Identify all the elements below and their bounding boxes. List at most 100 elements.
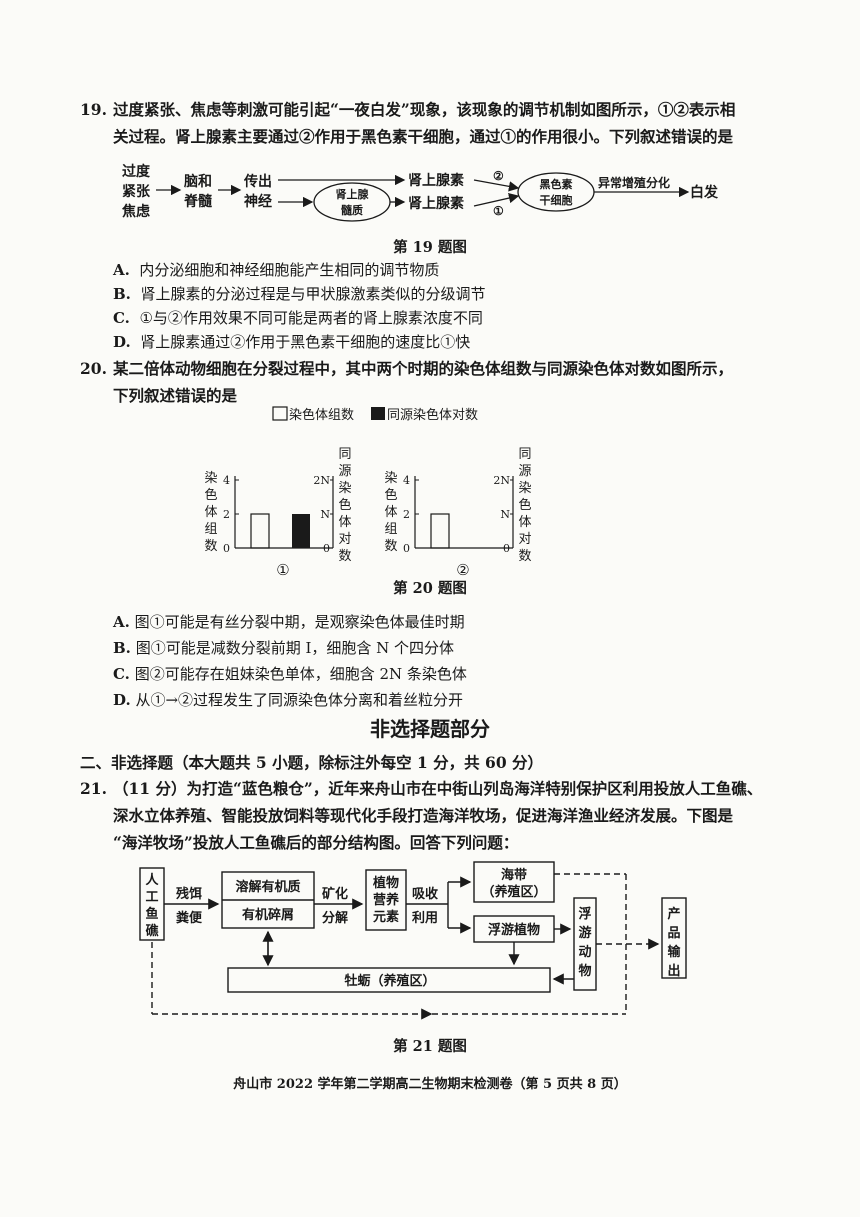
q19-option-d: D. 肾上腺素通过②作用于黑色素干细胞的速度比①快: [113, 333, 471, 351]
organic-label-2: 有机碎屑: [242, 907, 294, 923]
zoo-label-4: 物: [578, 963, 591, 979]
q19-efferent-2: 神经: [244, 193, 272, 210]
nutrients-label-3: 元素: [373, 909, 399, 925]
output-label-3: 输: [667, 944, 681, 960]
oyster-box: [227, 967, 551, 993]
q20-right-axis-char: 色: [518, 497, 531, 513]
q20-left-tick: 2: [223, 508, 230, 521]
reef-label-2: 工: [145, 890, 158, 905]
q19-stem-line2: 关过程。肾上腺素主要通过②作用于黑色素干细胞，通过①的作用很小。下列叙述错误的是: [113, 127, 734, 146]
q20-left-axis-char: 色: [204, 487, 217, 503]
q19-medulla-1: 肾上腺: [336, 187, 370, 201]
q20-left-tick: 4: [223, 474, 230, 487]
q19-hormone-bottom: 肾上腺素: [408, 195, 464, 212]
q19-option-b: B. 肾上腺素的分泌过程是与甲状腺激素类似的分级调节: [113, 285, 486, 303]
q20-left-axis-char: 体: [204, 505, 217, 520]
q21-line1: （11 分）为打造“蓝色粮仓”，近年来舟山市在中街山列岛海洋特别保护区利用投放人…: [113, 779, 763, 798]
q20-left-axis-char: 数: [204, 539, 217, 554]
q21-number: 21.: [80, 779, 107, 798]
output-label-1: 产: [667, 906, 680, 922]
q19-option-a: A. 内分泌细胞和神经细胞能产生相同的调节物质: [113, 261, 440, 279]
q20-right-axis-char: 数: [518, 549, 531, 564]
q20-left-axis-char: 组: [384, 522, 397, 537]
q20-bar-chromosome-sets: [250, 513, 270, 549]
q20-stem-line1: 某二倍体动物细胞在分裂过程中，其中两个时期的染色体组数与同源染色体对数如图所示，: [113, 359, 734, 378]
q20-left-axis-char: 染: [384, 471, 397, 486]
q19-abnormal: 异常增殖分化: [598, 175, 670, 190]
q19-number: 19.: [80, 100, 107, 119]
q20-panel-label: ①: [276, 561, 289, 579]
q20-right-axis-char: 对: [518, 532, 531, 547]
mineral-label-2: 分解: [322, 910, 348, 926]
oyster-label: 牡蛎（养殖区）: [344, 973, 435, 989]
q19-brain-2: 脊髓: [183, 193, 213, 210]
q19-options: A. 内分泌细胞和神经细胞能产生相同的调节物质 B. 肾上腺素的分泌过程是与甲状…: [113, 258, 813, 354]
kelp-label-1: 海带: [501, 867, 527, 883]
q19-stimulus-1: 过度: [122, 163, 151, 180]
output-label-2: 品: [667, 926, 680, 941]
q20-right-tick: 0: [503, 542, 510, 555]
kelp-label-2: （养殖区）: [481, 884, 546, 900]
q19-option-c: C. ①与②作用效果不同可能是两者的肾上腺素浓度不同: [113, 309, 483, 327]
organic-label-1: 溶解有机质: [235, 879, 300, 895]
nutrients-label-2: 营养: [373, 892, 400, 908]
reef-label-3: 鱼: [145, 906, 158, 922]
q19-stimulus-2: 紧张: [122, 184, 151, 200]
q20-bar-homologous-pairs: [292, 514, 310, 548]
absorb-label-2: 利用: [412, 910, 438, 926]
q19-hormone-top: 肾上腺素: [408, 172, 464, 189]
kelp-box: [473, 861, 555, 903]
q20-caption: 第 20 题图: [393, 580, 467, 597]
q20-left-axis-char: 体: [384, 505, 397, 520]
q20-left-tick: 0: [403, 542, 410, 555]
q19-efferent-1: 传出: [243, 173, 272, 190]
q20-right-axis-char: 体: [518, 515, 531, 530]
q20-left-axis-char: 组: [204, 522, 217, 537]
bait-label-1: 残饵: [176, 886, 202, 902]
q20-right-axis-char: 数: [338, 549, 351, 564]
nutrients-box: [365, 869, 407, 931]
absorb-label-1: 吸收: [412, 886, 439, 902]
q20-right-axis-char: 色: [338, 497, 351, 513]
reef-label-4: 礁: [145, 923, 158, 939]
q19-stemcell-1: 黑色素: [540, 177, 573, 191]
section-title: 非选择题部分: [370, 717, 490, 741]
q20-option-b: B. 图①可能是减数分裂前期 I，细胞含 N 个四分体: [113, 639, 455, 657]
q20-right-tick: 2N: [493, 474, 510, 487]
q19-stimulus-3: 焦虑: [121, 203, 150, 220]
zoo-label-2: 游: [578, 925, 591, 941]
q20-right-tick: 0: [323, 542, 330, 555]
zoo-label-3: 动: [578, 945, 591, 960]
q20-right-axis-char: 体: [338, 515, 351, 530]
q20-right-axis-char: 染: [338, 481, 351, 496]
q19-stem-line1: 过度紧张、焦虑等刺激可能引起“一夜白发”现象，该现象的调节机制如图所示，①②表示…: [113, 100, 736, 119]
q19-brain-1: 脑和: [184, 173, 212, 190]
q20-option-c: C. 图②可能存在姐妹染色单体，细胞含 2N 条染色体: [113, 665, 467, 683]
q20-right-tick: N: [500, 508, 510, 521]
q20-right-tick: 2N: [313, 474, 330, 487]
q20-option-d: D. 从①→②过程发生了同源染色体分离和着丝粒分开: [113, 691, 464, 709]
q19-mark-2: ②: [493, 169, 504, 183]
bait-label-2: 粪便: [176, 910, 203, 926]
q19-stemcell-2: 干细胞: [540, 193, 573, 207]
q21-caption: 第 21 题图: [393, 1038, 467, 1055]
q20-right-axis-char: 同: [338, 447, 351, 462]
q20-option-a: A. 图①可能是有丝分裂中期，是观察染色体最佳时期: [113, 613, 465, 631]
q20-left-tick: 4: [403, 474, 410, 487]
q20-right-axis-char: 源: [338, 464, 351, 479]
q19-medulla-2: 髓质: [341, 203, 363, 217]
q19-mark-1: ①: [493, 204, 504, 218]
mineral-label-1: 矿化: [322, 886, 348, 902]
q20-stem: 某二倍体动物细胞在分裂过程中，其中两个时期的染色体组数与同源染色体对数如图所示，…: [113, 355, 813, 409]
q20-left-tick: 0: [223, 542, 230, 555]
q21-diagram: 人 工 鱼 礁 残饵 粪便 溶解有机质 有机碎屑 矿化 分解 植物 营养 元素 …: [139, 861, 687, 1020]
q20-left-tick: 2: [403, 508, 410, 521]
zoo-label-1: 浮: [578, 906, 591, 922]
legend-empty-swatch: [272, 406, 288, 421]
legend-filled-swatch: [371, 407, 385, 420]
q20-left-axis-char: 染: [204, 471, 217, 486]
page-footer: 舟山市 2022 学年第二学期高二生物期末检测卷（第 5 页共 8 页）: [233, 1077, 627, 1092]
q20-left-axis-char: 数: [384, 539, 397, 554]
